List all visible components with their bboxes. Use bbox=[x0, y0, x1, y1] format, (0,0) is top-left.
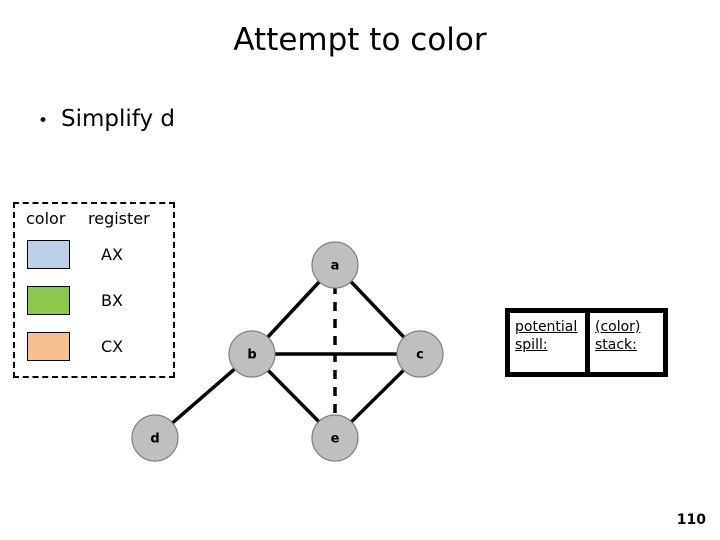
graph-node-label-a: a bbox=[331, 259, 340, 274]
legend-swatch-bx bbox=[27, 286, 70, 315]
graph-edge-a-b bbox=[264, 278, 323, 341]
legend-row-cx: CX bbox=[15, 332, 173, 378]
potential-spill-label-line2: spill: bbox=[515, 337, 548, 353]
graph-edge-c-e bbox=[347, 366, 408, 426]
legend-swatch-cx bbox=[27, 332, 70, 361]
graph-node-label-d: d bbox=[150, 432, 159, 447]
legend-row-ax: AX bbox=[15, 240, 173, 286]
graph-node-circle-d bbox=[131, 414, 179, 462]
color-stack-label-line1: (color) bbox=[595, 319, 641, 335]
page-number: 110 bbox=[676, 512, 706, 528]
graph-node-b[interactable]: b bbox=[228, 330, 276, 378]
legend-header-color: color bbox=[26, 209, 66, 228]
color-register-legend: color register AX BX CX bbox=[13, 202, 175, 378]
graph-node-c[interactable]: c bbox=[396, 330, 444, 378]
potential-spill-label-line1: potential bbox=[515, 319, 578, 335]
color-stack-cell: (color) stack: bbox=[590, 313, 663, 372]
graph-edge-b-d bbox=[168, 365, 239, 427]
graph-node-circle-e bbox=[311, 414, 359, 462]
legend-register-label-ax: AX bbox=[101, 245, 123, 264]
graph-node-circle-a bbox=[311, 241, 359, 289]
graph-node-layer: a b c d e bbox=[131, 241, 444, 462]
bullet-item: • Simplify d bbox=[38, 103, 175, 137]
graph-node-label-e: e bbox=[331, 432, 340, 447]
legend-header-register: register bbox=[88, 209, 150, 228]
graph-node-circle-b bbox=[228, 330, 276, 378]
bullet-item-label: Simplify d bbox=[61, 106, 176, 132]
graph-edge-b-e bbox=[264, 366, 323, 426]
page-title: Attempt to color bbox=[233, 22, 487, 58]
graph-node-label-c: c bbox=[416, 348, 424, 363]
legend-register-label-bx: BX bbox=[101, 291, 123, 310]
graph-node-e[interactable]: e bbox=[311, 414, 359, 462]
graph-node-label-b: b bbox=[247, 348, 256, 363]
bullet-marker-icon: • bbox=[38, 111, 49, 131]
graph-edge-a-c bbox=[347, 278, 408, 341]
graph-node-a[interactable]: a bbox=[311, 241, 359, 289]
graph-node-circle-c bbox=[396, 330, 444, 378]
graph-edge-layer bbox=[168, 278, 408, 427]
potential-spill-cell: potential spill: bbox=[510, 313, 590, 372]
legend-register-label-cx: CX bbox=[101, 337, 124, 356]
legend-header-row: color register bbox=[15, 207, 173, 233]
color-stack-label-line2: stack: bbox=[595, 337, 637, 353]
graph-node-d[interactable]: d bbox=[131, 414, 179, 462]
spill-stack-table: potential spill: (color) stack: bbox=[505, 308, 668, 377]
legend-swatch-ax bbox=[27, 240, 70, 269]
legend-row-bx: BX bbox=[15, 286, 173, 332]
